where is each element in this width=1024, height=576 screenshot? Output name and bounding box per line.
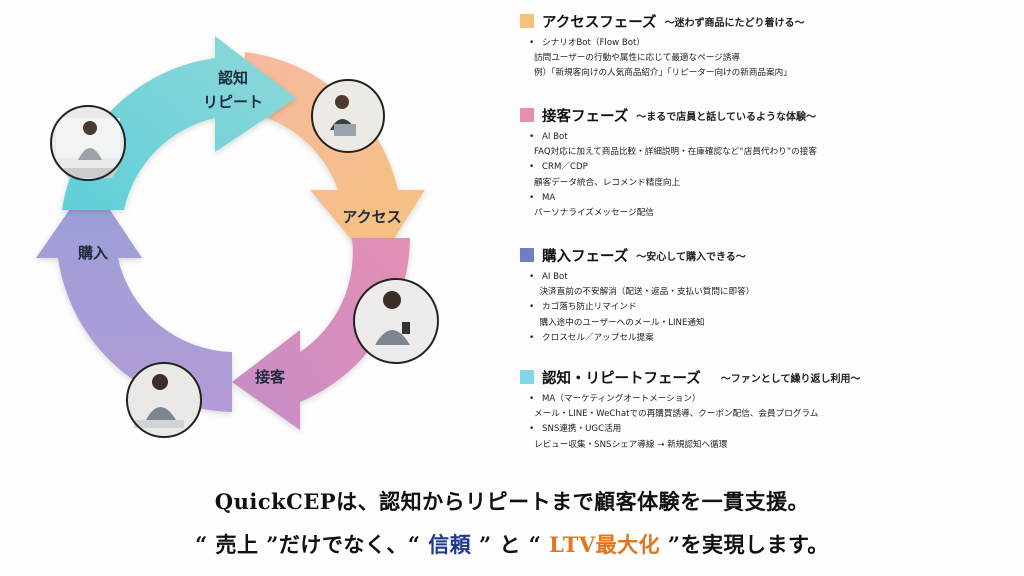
customer-cycle-diagram: 認知 リピート アクセス 接客 購入 xyxy=(36,36,439,438)
photo-service xyxy=(353,278,439,364)
item-detail: FAQ対応に加えて商品比較・詳細説明・在庫確認など“店員代わり”の接客 xyxy=(534,147,817,158)
item-detail: レビュー収集・SNSシェア導線 → 新規認知へ循環 xyxy=(534,439,728,450)
item-detail: 顧客データ統合、レコメンド精度向上 xyxy=(534,177,681,188)
phase-subtitle: 〜まるで店員と話しているような体験〜 xyxy=(636,111,816,123)
recognize-label-line1: 認知 xyxy=(218,69,248,87)
photo-purchase xyxy=(126,362,202,438)
phase-title: 認知・リピートフェーズ xyxy=(542,370,701,387)
photo-recognize xyxy=(50,105,126,181)
list-item: SNS連携・UGC活用 xyxy=(520,422,860,437)
phase-access: アクセスフェーズ 〜迷わず商品にたどり着ける〜 シナリオBot（Flow Bot… xyxy=(520,10,805,82)
tagline-part: ” と “ xyxy=(471,532,550,557)
item-detail: 訪問ユーザーの行動や属性に応じて最適なページ誘導 xyxy=(534,53,740,64)
tagline-trust: 信頼 xyxy=(428,532,472,557)
list-item: MA xyxy=(520,191,817,206)
recognize-repeat-arrow xyxy=(62,36,296,210)
item-detail: メール・LINE・WeChatでの再購買誘導、クーポン配信、会員プログラム xyxy=(534,409,819,420)
footer-headline: QuickCEPは、認知からリピートまで顧客体験を一貫支援。 xyxy=(214,489,810,514)
access-arrow xyxy=(245,52,425,268)
tagline-part: “ 売上 ”だけでなく、“ xyxy=(195,532,429,557)
phase-subtitle: 〜迷わず商品にたどり着ける〜 xyxy=(664,17,805,29)
access-label: アクセス xyxy=(342,208,401,226)
phase-service: 接客フェーズ 〜まるで店員と話しているような体験〜 AI Bot FAQ対応に加… xyxy=(520,104,817,221)
phase-service-swatch xyxy=(520,108,534,122)
phase-title: 購入フェーズ xyxy=(542,248,629,265)
purchase-arrow xyxy=(36,180,232,412)
item-detail: 例）「新規客向けの人気商品紹介」「リピーター向けの新商品案内」 xyxy=(534,68,792,79)
recognize-label-line2: リピート xyxy=(203,93,263,111)
list-item: カゴ落ち防止リマインド xyxy=(520,300,754,315)
footer-tagline: “ 売上 ”だけでなく、“ 信頼 ” と “ LTV最大化 ”を実現します。 xyxy=(0,529,1024,559)
list-item: CRM／CDP xyxy=(520,160,817,175)
item-detail: 決済直前の不安解消（配送・返品・支払い質問に即答） xyxy=(534,287,755,298)
phase-subtitle: 〜ファンとして繰り返し利用〜 xyxy=(720,373,861,385)
phase-recognize-swatch xyxy=(520,370,534,384)
phase-subtitle: 〜安心して購入できる〜 xyxy=(636,251,746,263)
list-item: AI Bot xyxy=(520,130,817,145)
list-item: MA（マーケティングオートメーション） xyxy=(520,392,860,407)
item-detail: パーソナライズメッセージ配信 xyxy=(534,208,654,219)
tagline-part: ”を実現します。 xyxy=(660,532,829,557)
purchase-label: 購入 xyxy=(77,244,108,262)
tagline-ltv: LTV最大化 xyxy=(549,532,661,557)
service-arrow xyxy=(232,238,410,430)
item-detail: 購入途中のユーザーへのメール・LINE通知 xyxy=(534,317,705,328)
service-label: 接客 xyxy=(255,368,286,386)
phase-recognize-repeat: 認知・リピートフェーズ 〜ファンとして繰り返し利用〜 MA（マーケティングオート… xyxy=(520,366,860,453)
list-item: AI Bot xyxy=(520,270,754,285)
phase-title: 接客フェーズ xyxy=(542,108,629,125)
phase-title: アクセスフェーズ xyxy=(542,14,657,31)
phase-access-swatch xyxy=(520,14,534,28)
list-item: クロスセル／アップセル提案 xyxy=(520,331,754,346)
phase-purchase-swatch xyxy=(520,248,534,262)
list-item: シナリオBot（Flow Bot） xyxy=(520,36,805,51)
photo-access xyxy=(311,79,385,153)
phase-purchase: 購入フェーズ 〜安心して購入できる〜 AI Bot 決済直前の不安解消（配送・返… xyxy=(520,244,754,346)
